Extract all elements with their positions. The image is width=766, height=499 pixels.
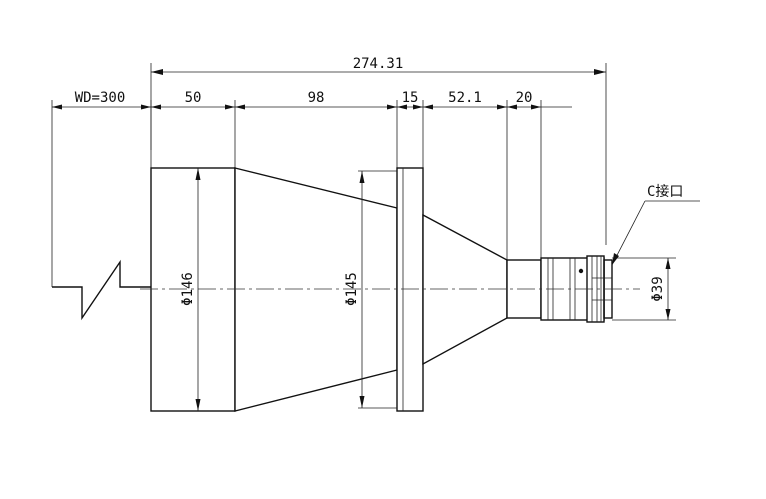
rear-taper-segment-label: 52.1 [448, 90, 482, 106]
front-diameter-dimension: Φ146 [180, 168, 201, 411]
locking-screw-icon [578, 268, 584, 274]
working-distance-break [52, 259, 151, 321]
total-length-label: 274.31 [353, 56, 404, 72]
segment-dimensions: WD=300 50 98 15 52.1 20 [51, 90, 572, 287]
working-distance-label: WD=300 [75, 90, 126, 106]
c-mount-label: C接口 [647, 183, 683, 200]
barrel-segment-label: 20 [516, 90, 533, 106]
front-taper [234, 167, 398, 412]
front-diameter-label: Φ146 [180, 272, 196, 306]
c-mount-callout: C接口 [611, 183, 700, 266]
front-segment-label: 50 [185, 90, 202, 106]
mount-diameter-dimension: Φ39 [612, 257, 676, 321]
front-cylinder [150, 167, 236, 412]
lens-body [150, 167, 613, 412]
total-length-dimension: 274.31 [150, 56, 607, 245]
mount-diameter-label: Φ39 [650, 276, 666, 301]
flange-diameter-dimension: Φ145 [344, 170, 397, 409]
flange-segment-label: 15 [402, 90, 419, 106]
flange-diameter-label: Φ145 [344, 272, 360, 306]
flange [396, 167, 424, 412]
taper-segment-label: 98 [308, 90, 325, 106]
rear-taper [422, 213, 508, 366]
